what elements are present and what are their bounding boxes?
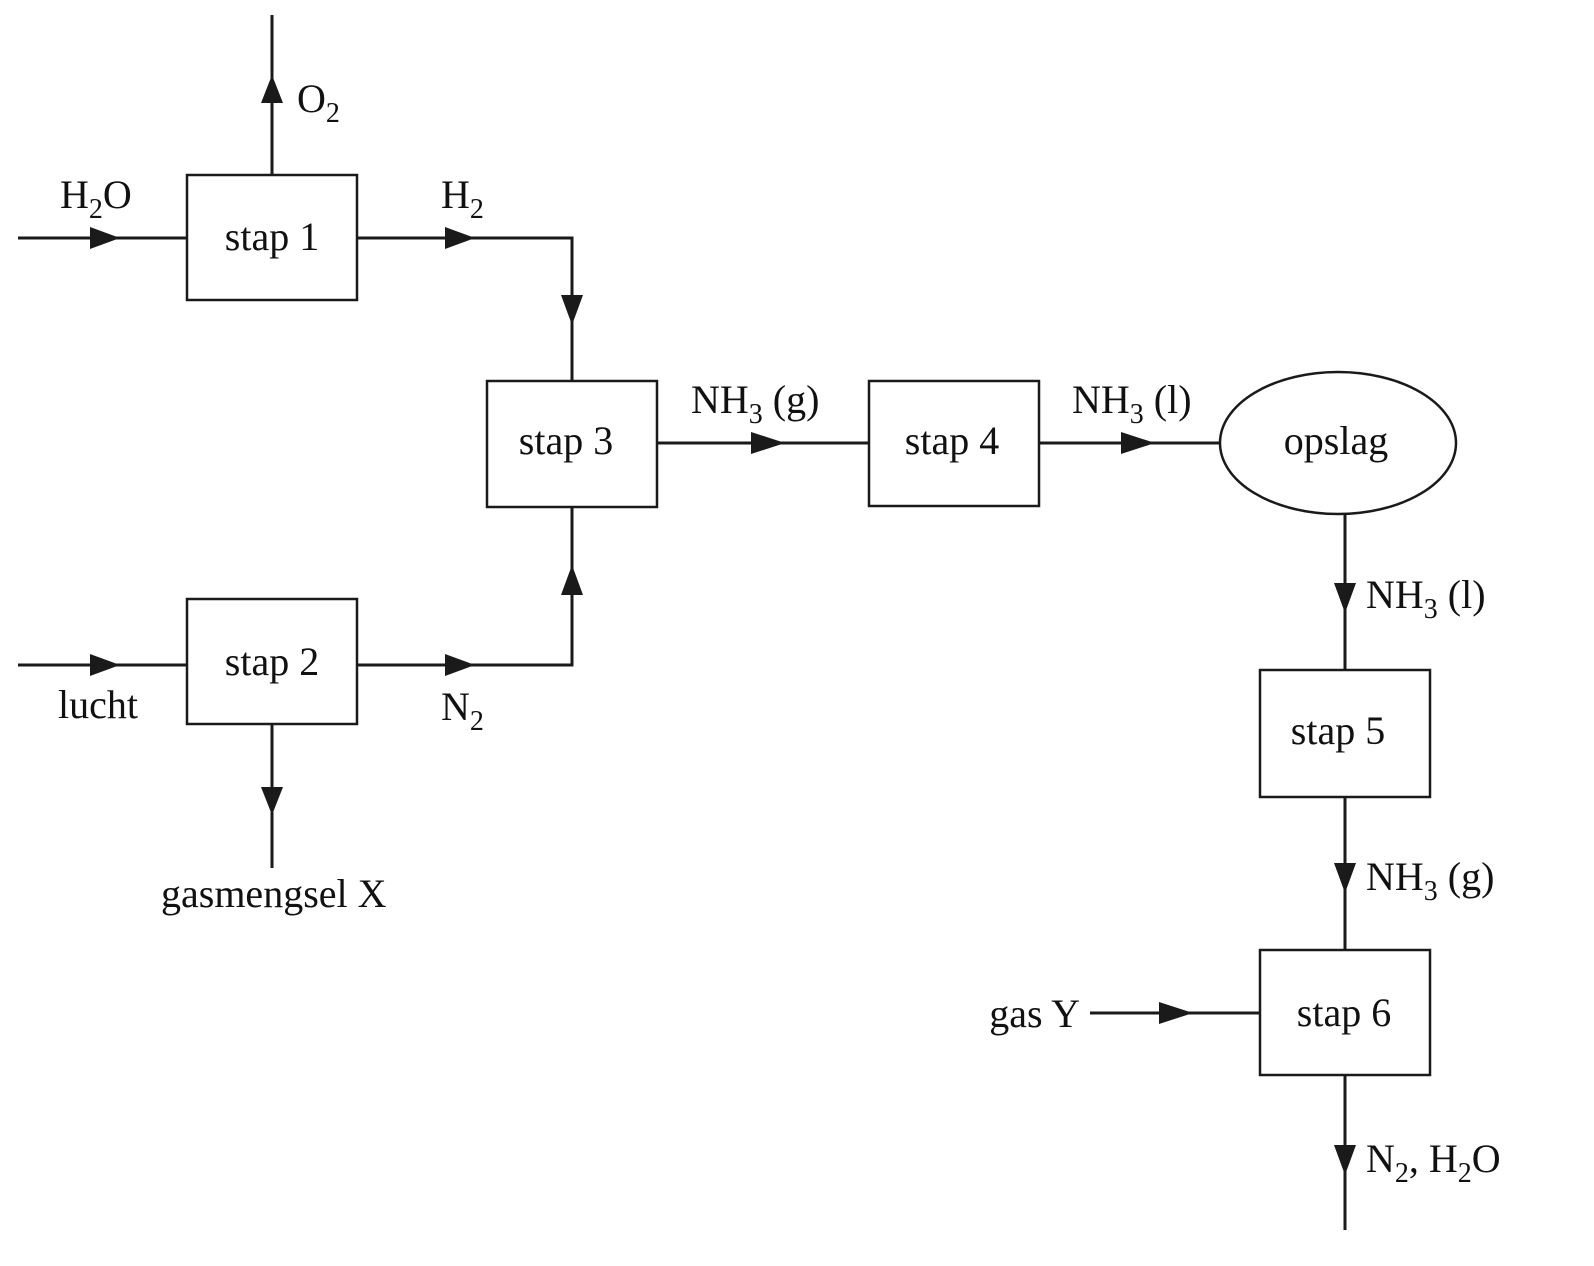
flow-arrows: [90, 75, 1356, 1175]
nh3-l-arrow-icon-2: [1334, 583, 1356, 613]
h2-arrow-icon: [445, 227, 475, 249]
o2-out-label: O2: [297, 76, 340, 129]
stap-5-label: stap 5: [1291, 708, 1385, 753]
h2-line: [357, 236, 574, 381]
h2-down-arrow-icon: [561, 295, 583, 325]
nh3-l-label-1: NH3 (l): [1072, 377, 1192, 430]
product-arrow-icon: [1334, 1145, 1356, 1175]
stap-2-label: stap 2: [225, 639, 319, 684]
gasmengsel-x-arrow-icon: [261, 787, 283, 815]
lucht-arrow-icon: [90, 654, 120, 676]
stap-5-box: stap 5: [1258, 668, 1432, 799]
h2o-arrow-icon: [90, 227, 120, 249]
stap-6-box: stap 6: [1258, 948, 1432, 1077]
n2-arrow-icon: [445, 654, 475, 676]
nh3-l-label-2: NH3 (l): [1366, 572, 1486, 625]
stap-6-label: stap 6: [1297, 990, 1391, 1035]
process-steps: stap 1 stap 2 stap 3 stap 4 opslag stap …: [185, 173, 1458, 1077]
lucht-label: lucht: [58, 682, 138, 727]
o2-arrow-icon: [261, 75, 283, 103]
nh3-g-arrow-icon-1: [751, 432, 785, 454]
stream-labels: H2O O2 H2 lucht N2 gasmengsel X NH3 (g) …: [58, 76, 1501, 1189]
gasmengsel-x-label: gasmengsel X: [161, 871, 387, 916]
n2-label: N2: [441, 684, 484, 737]
stap-4-box: stap 4: [867, 379, 1041, 508]
stap-4-label: stap 4: [905, 418, 999, 463]
stap-1-label: stap 1: [225, 214, 319, 259]
product-label: N2, H2O: [1366, 1136, 1501, 1189]
stap-2-box: stap 2: [185, 597, 359, 726]
gas-y-arrow-icon: [1159, 1002, 1193, 1024]
h2-label: H2: [441, 172, 484, 225]
stap-1-box: stap 1: [185, 173, 359, 302]
gas-y-label: gas Y: [989, 991, 1080, 1036]
stap-3-label: stap 3: [519, 418, 613, 463]
opslag-label: opslag: [1284, 418, 1388, 463]
nh3-g-label-1: NH3 (g): [691, 377, 819, 430]
nh3-g-arrow-icon-2: [1334, 863, 1356, 893]
stap-3-box: stap 3: [485, 379, 659, 509]
nh3-g-label-2: NH3 (g): [1366, 854, 1494, 907]
n2-line: [357, 507, 574, 667]
h2o-in-label: H2O: [60, 172, 132, 225]
opslag-tank: opslag: [1218, 370, 1458, 516]
nh3-l-arrow-icon-1: [1121, 432, 1155, 454]
n2-up-arrow-icon: [561, 565, 583, 595]
